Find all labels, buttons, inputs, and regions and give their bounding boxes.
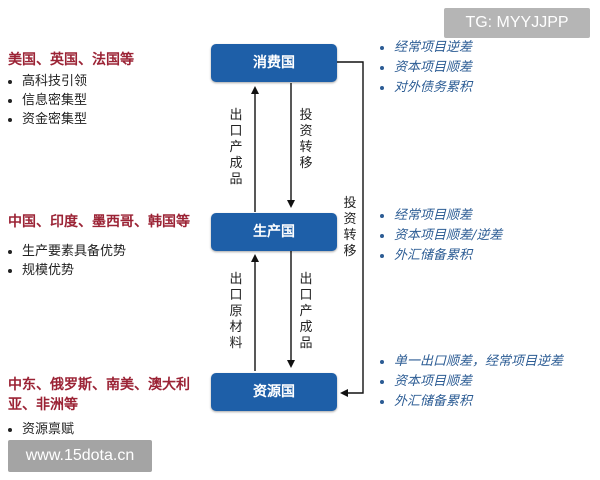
list-item: 生产要素具备优势 <box>4 242 126 261</box>
list-item: 经常项目顺差 <box>376 206 502 226</box>
resource-balance-notes: 单一出口顺差，经常项目逆差 资本项目顺差 外汇储备累积 <box>376 352 563 412</box>
list-item: 资金密集型 <box>4 110 87 129</box>
producer-country-node: 生产国 <box>211 213 337 251</box>
watermark-telegram: TG: MYYJJPP <box>444 8 590 38</box>
arrow-consumer-to-resource <box>337 61 364 397</box>
group-title-producer: 中国、印度、墨西哥、韩国等 <box>8 214 190 230</box>
flow-label-resource-to-producer: 出口原材料 <box>229 272 243 351</box>
flow-label-consumer-to-resource: 投资转移 <box>343 196 357 259</box>
resource-traits-list: 资源禀赋 <box>4 420 74 439</box>
producer-traits-list: 生产要素具备优势 规模优势 <box>4 242 126 280</box>
consumer-traits-list: 高科技引领 信息密集型 资金密集型 <box>4 72 87 129</box>
list-item: 单一出口顺差，经常项目逆差 <box>376 352 563 372</box>
flow-label-producer-to-consumer: 出口产成品 <box>229 108 243 187</box>
list-item: 信息密集型 <box>4 91 87 110</box>
list-item: 外汇储备累积 <box>376 392 563 412</box>
list-item: 外汇储备累积 <box>376 246 502 266</box>
group-title-resource: 中东、俄罗斯、南美、澳大利亚、非洲等 <box>8 377 190 413</box>
consumer-balance-notes: 经常项目逆差 资本项目顺差 对外债务累积 <box>376 38 472 98</box>
flow-label-consumer-to-producer: 投资转移 <box>299 108 313 171</box>
resource-country-node: 资源国 <box>211 373 337 411</box>
list-item: 高科技引领 <box>4 72 87 91</box>
list-item: 对外债务累积 <box>376 78 472 98</box>
list-item: 经常项目逆差 <box>376 38 472 58</box>
list-item: 资本项目顺差/逆差 <box>376 226 502 246</box>
watermark-website: www.15dota.cn <box>8 440 152 472</box>
consumer-country-node: 消费国 <box>211 44 337 82</box>
flow-label-producer-to-resource: 出口产成品 <box>299 272 313 351</box>
group-title-consumer: 美国、英国、法国等 <box>8 52 134 68</box>
list-item: 规模优势 <box>4 261 126 280</box>
list-item: 资本项目顺差 <box>376 58 472 78</box>
producer-balance-notes: 经常项目顺差 资本项目顺差/逆差 外汇储备累积 <box>376 206 502 266</box>
list-item: 资本项目顺差 <box>376 372 563 392</box>
list-item: 资源禀赋 <box>4 420 74 439</box>
